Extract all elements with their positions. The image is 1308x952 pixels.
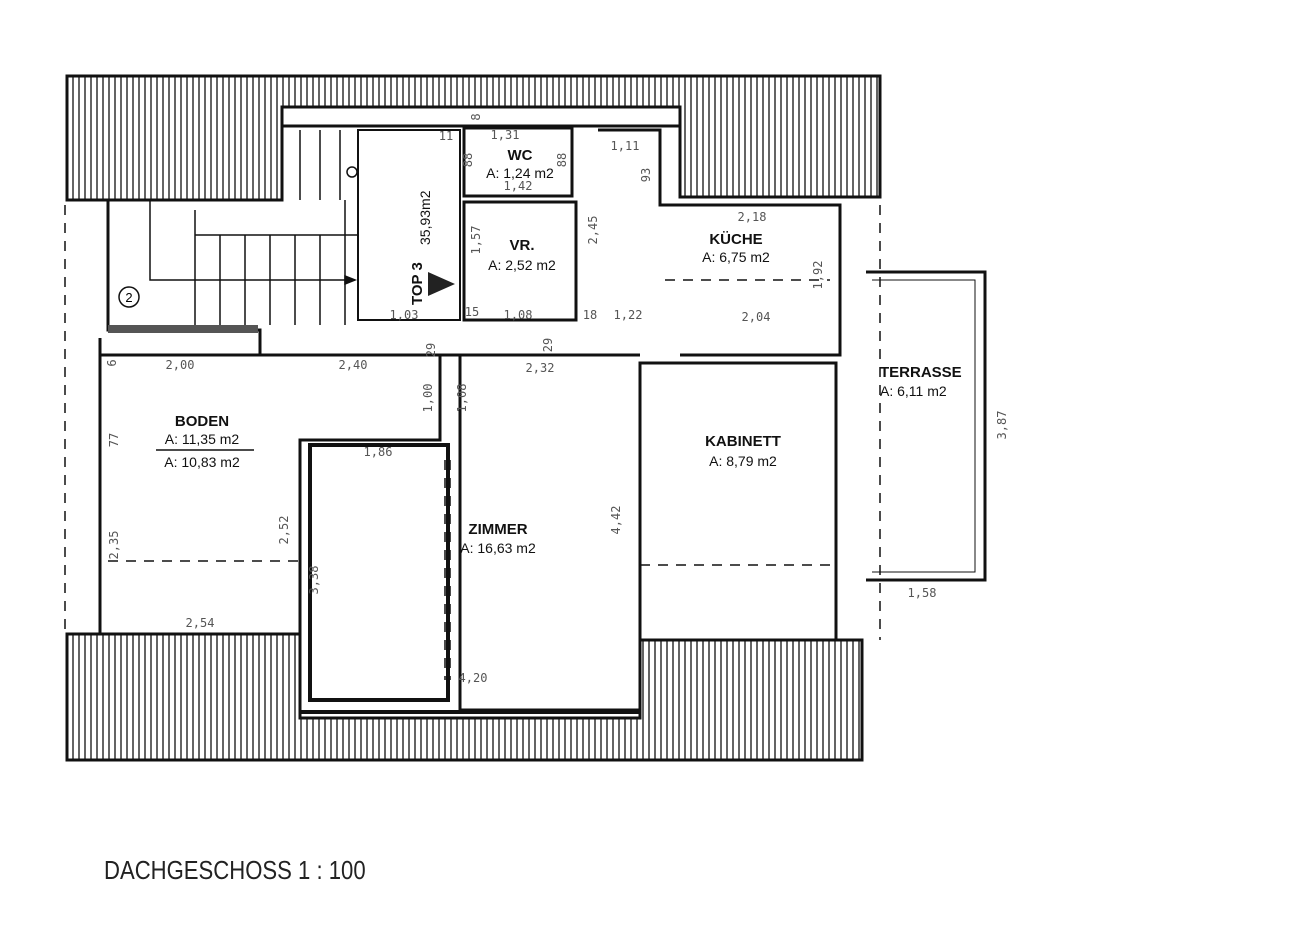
dimension-label: 1,08 <box>455 384 469 413</box>
dimension-label: 2,52 <box>277 516 291 545</box>
room-boden-name: BODEN <box>175 413 229 430</box>
room-zimmer-name: ZIMMER <box>468 521 527 538</box>
dimension-label: 4,42 <box>609 506 623 535</box>
dimension-label: 77 <box>107 433 121 447</box>
dimension-label: 2,35 <box>107 531 121 560</box>
dimension-label: 2,18 <box>738 210 767 224</box>
room-boden-area-2: A: 10,83 m2 <box>164 454 240 470</box>
dimension-label: 2,54 <box>186 616 215 630</box>
dashed-lines <box>64 205 881 680</box>
room-boden-area: A: 11,35 m2 <box>165 431 240 447</box>
dimension-label: 2,00 <box>166 358 195 372</box>
dimension-label: 18 <box>583 308 597 322</box>
room-zimmer-area: A: 16,63 m2 <box>460 540 536 556</box>
room-labels: WC A: 1,24 m2 VR. A: 2,52 m2 KÜCHE A: 6,… <box>156 147 962 556</box>
dimension-label: 1,92 <box>811 261 825 290</box>
dimension-label: 3,87 <box>995 411 1009 440</box>
walls <box>98 107 987 714</box>
marker-circle <box>118 286 140 308</box>
dimension-label: 4,20 <box>459 671 488 685</box>
room-terrasse-name: TERRASSE <box>880 364 962 381</box>
dimension-label: 6 <box>105 359 119 366</box>
dimension-label: 1,58 <box>908 586 937 600</box>
plan-title: DACHGESCHOSS 1 : 100 <box>104 855 366 885</box>
dimension-label: 3,38 <box>307 566 321 595</box>
dimension-label: 1,03 <box>390 308 419 322</box>
dimension-label: 1,00 <box>421 384 435 413</box>
dimension-label: 15 <box>465 305 479 319</box>
room-terrasse-area: A: 6,11 m2 <box>880 383 947 399</box>
dimension-label: 29 <box>541 338 555 352</box>
room-vr-area: A: 2,52 m2 <box>488 257 556 273</box>
room-kabinett-name: KABINETT <box>705 433 781 450</box>
dimension-label: 1,11 <box>611 139 640 153</box>
dimension-label: 2,32 <box>526 361 555 375</box>
dimension-label: 88 <box>555 153 569 167</box>
room-kueche-name: KÜCHE <box>709 231 762 248</box>
dimension-label: 93 <box>639 168 653 182</box>
dimension-label: 1,31 <box>491 128 520 142</box>
room-wc-name: WC <box>508 147 533 164</box>
entrance-arrow-icon <box>428 272 455 296</box>
dimension-label: 2,45 <box>586 216 600 245</box>
dimension-label: 1,86 <box>364 445 393 459</box>
dimension-label: 2,40 <box>339 358 368 372</box>
dimension-label: 1,22 <box>614 308 643 322</box>
top3-name: TOP 3 <box>409 262 426 305</box>
dimension-label: 1,08 <box>504 308 533 322</box>
dimension-label: 2,04 <box>742 310 771 324</box>
dimension-label: 88 <box>461 153 475 167</box>
staircase <box>108 130 358 333</box>
dimension-label: 1,57 <box>469 226 483 255</box>
room-wc-area: A: 1,24 m2 <box>486 165 554 181</box>
room-kueche-area: A: 6,75 m2 <box>702 249 770 265</box>
room-vr-name: VR. <box>509 237 534 254</box>
marker-label: 2 <box>125 290 132 305</box>
dimension-label: 29 <box>424 343 438 357</box>
room-kabinett-area: A: 8,79 m2 <box>709 453 777 469</box>
roof-hatching <box>65 74 882 762</box>
dimension-label: 8 <box>469 113 483 120</box>
top3-area: 35,93m2 <box>417 190 433 245</box>
dimension-label: 11 <box>439 129 453 143</box>
dimension-label: 1,42 <box>504 179 533 193</box>
dimension-labels: 1,31 1,42 8 11 88 88 1,11 93 2,18 1,92 2,45 1,57 1,0… <box>105 113 1009 685</box>
